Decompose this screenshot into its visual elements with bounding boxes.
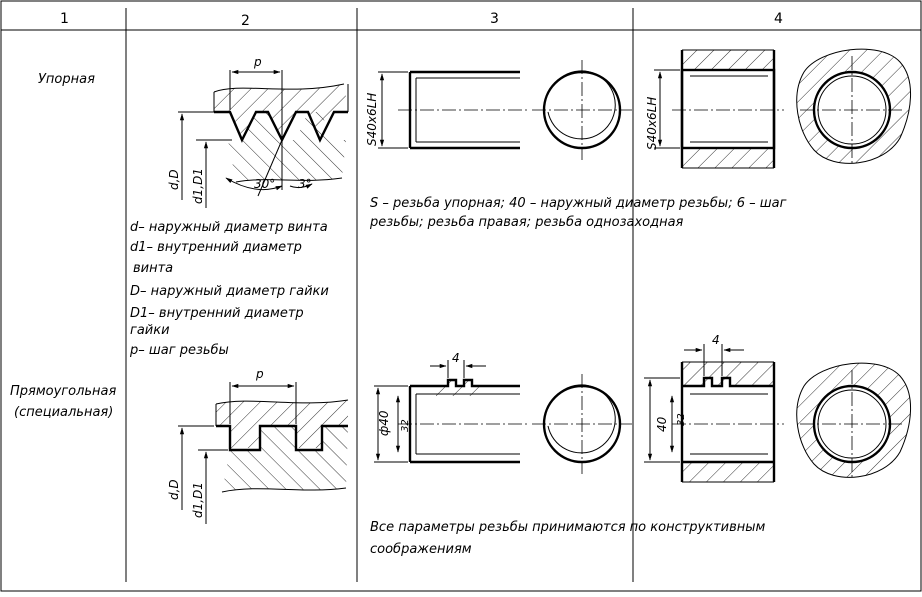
header-col3: 3 xyxy=(490,11,499,27)
row2-minor-label: d1,D1 xyxy=(191,482,205,518)
row1-screw-designation: S40х6LH xyxy=(365,93,379,146)
row2-screw-dia-small: 32 xyxy=(400,419,411,432)
legend-line: d1– внутренний диаметр xyxy=(130,240,302,255)
row1-minor-label: d1,D1 xyxy=(191,168,205,204)
row1-description-line: S – резьба упорная; 40 – наружный диамет… xyxy=(370,196,787,211)
header-col1: 1 xyxy=(60,11,69,27)
row2-major-label: d,D xyxy=(167,479,181,500)
row2-thread-name-note: (специальная) xyxy=(14,405,113,420)
buttress-nut-section xyxy=(654,48,911,169)
row2-description-line: соображениям xyxy=(370,542,472,557)
row2-thread-name: Прямоугольная xyxy=(10,384,117,399)
row1-nut-designation: S40х6LH xyxy=(645,97,659,150)
row2-screw-step: 4 xyxy=(452,351,460,365)
row1-pitch-label: p xyxy=(253,55,262,69)
legend-line: d– наружный диаметр винта xyxy=(130,220,328,235)
row2-nut-dia: 40 xyxy=(655,416,669,432)
legend-line: гайки xyxy=(130,323,170,338)
buttress-profile xyxy=(178,69,349,208)
header-col2: 2 xyxy=(241,13,250,29)
row2-screw-dia: ф40 xyxy=(377,410,391,436)
row2-pitch-label: p xyxy=(255,367,264,381)
square-screw-view xyxy=(374,360,632,474)
row1-major-label: d,D xyxy=(167,169,181,190)
legend-line: p– шаг резьбы xyxy=(129,343,229,358)
header-col4: 4 xyxy=(774,11,783,27)
square-nut-section xyxy=(644,344,911,483)
legend-line: D1– внутренний диаметр xyxy=(130,306,304,321)
row1-angle1-label: 30° xyxy=(254,177,275,191)
legend-line: винта xyxy=(133,261,173,276)
row1-description-line: резьбы; резьба правая; резьба однозаходн… xyxy=(369,215,684,230)
legend-line: D– наружный диаметр гайки xyxy=(130,284,329,299)
row1-thread-name: Упорная xyxy=(38,72,95,87)
buttress-screw-view xyxy=(378,60,632,160)
parameter-legend: d– наружный диаметр винта d1– внутренний… xyxy=(129,220,329,358)
row1-angle2-label: 3° xyxy=(298,177,312,191)
row2-nut-step: 4 xyxy=(712,333,720,347)
row2-description-line: Все параметры резьбы принимаются по конс… xyxy=(370,520,766,535)
row2-nut-dia-small: 32 xyxy=(676,413,687,426)
square-profile xyxy=(178,382,349,524)
